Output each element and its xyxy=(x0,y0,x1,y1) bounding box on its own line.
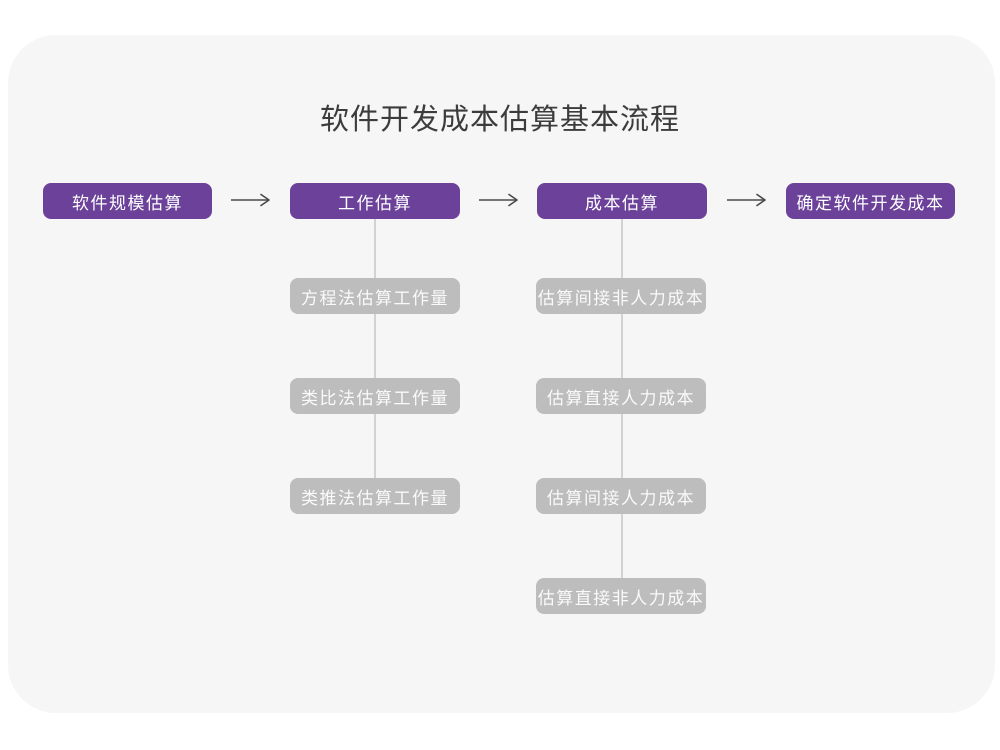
sub-node-direct-nonlabor-cost: 估算直接非人力成本 xyxy=(536,578,706,614)
flow-node-software-scale-estimation: 软件规模估算 xyxy=(43,183,212,219)
right-arrow-icon xyxy=(478,192,520,208)
connector-line-work-column xyxy=(374,218,376,483)
sub-node-equation-method: 方程法估算工作量 xyxy=(290,278,460,314)
diagram-title: 软件开发成本估算基本流程 xyxy=(319,104,680,136)
flow-node-determine-dev-cost: 确定软件开发成本 xyxy=(786,183,955,219)
right-arrow-icon xyxy=(230,192,272,208)
sub-node-extrapolation-method: 类推法估算工作量 xyxy=(290,478,460,514)
right-arrow-icon xyxy=(726,192,768,208)
flow-node-work-estimation: 工作估算 xyxy=(290,183,460,219)
flow-node-cost-estimation: 成本估算 xyxy=(537,183,707,219)
sub-node-analogy-method: 类比法估算工作量 xyxy=(290,378,460,414)
sub-node-indirect-nonlabor-cost: 估算间接非人力成本 xyxy=(536,278,706,314)
diagram-card xyxy=(8,35,995,713)
sub-node-indirect-labor-cost: 估算间接人力成本 xyxy=(536,478,706,514)
sub-node-direct-labor-cost: 估算直接人力成本 xyxy=(536,378,706,414)
